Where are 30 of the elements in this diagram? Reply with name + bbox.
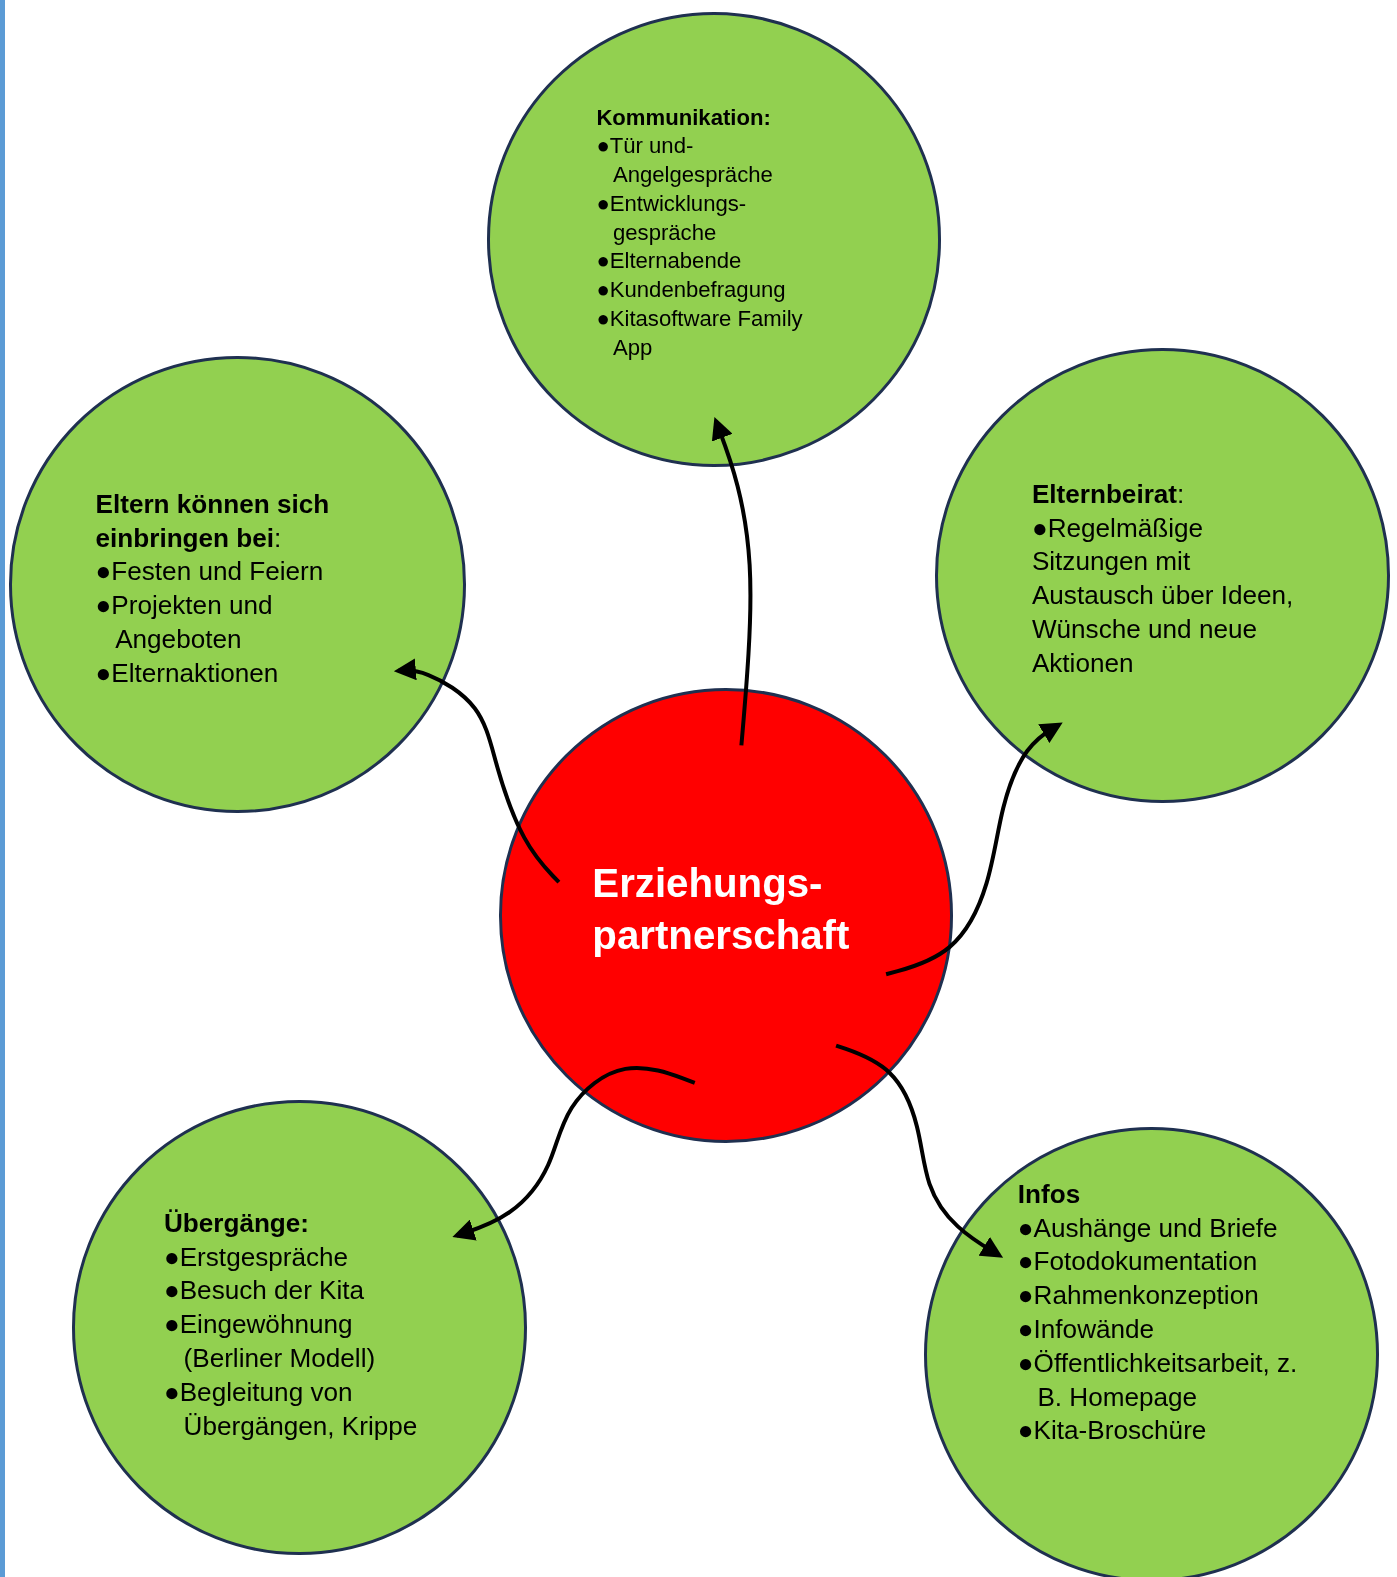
list-item: ●Kita-Broschüre	[1017, 1414, 1208, 1448]
list-item: ●Begleitung von Übergängen, Krippe	[163, 1375, 419, 1443]
curved-arrow	[885, 722, 1063, 977]
topic-heading: Übergänge:	[163, 1206, 311, 1240]
list-item: ●Regelmäßige Sitzungen mit Austausch über Ideen, Wünsche und neue Aktionen	[1031, 511, 1295, 680]
list-item: ●Entwicklungs- gespräche	[596, 189, 748, 247]
list-item: ●Festen und Feiern	[95, 555, 325, 589]
topic-heading: Infos	[1017, 1177, 1082, 1211]
list-item: ●Fotodokumentation	[1017, 1245, 1259, 1279]
list-item: ●Rahmenkonzeption	[1017, 1279, 1260, 1313]
curved-arrow	[835, 1043, 1004, 1258]
list-item: ●Eingewöhnung (Berliner Modell)	[163, 1308, 377, 1376]
list-item: ●Projekten und Angeboten	[95, 589, 274, 656]
list-item: ●Kitasoftware Family App	[596, 304, 804, 362]
curved-arrow	[711, 417, 753, 746]
list-item: ●Elternaktionen	[95, 656, 280, 690]
list-item: ●Öffentlichkeitsarbeit, z. B. Homepage	[1017, 1346, 1299, 1414]
list-item: ●Kundenbefragung	[596, 276, 787, 305]
topic-heading: Eltern können sich einbringen bei:	[95, 487, 331, 555]
list-item: ●Besuch der Kita	[163, 1274, 366, 1308]
topic-heading: Kommunikation:	[596, 103, 772, 132]
curved-arrow	[393, 658, 561, 884]
list-item: ●Elternabende	[596, 247, 743, 276]
list-item: ●Aushänge und Briefe	[1017, 1211, 1279, 1245]
list-item: ●Tür und- Angelgespräche	[596, 132, 774, 190]
list-item: ●Infowände	[1017, 1312, 1156, 1346]
curved-arrow	[452, 1065, 696, 1241]
topic-heading: Elternbeirat:	[1031, 477, 1186, 511]
list-item: ●Erstgespräche	[163, 1240, 350, 1274]
center-title: Erziehungs- partnerschaft	[592, 859, 851, 961]
